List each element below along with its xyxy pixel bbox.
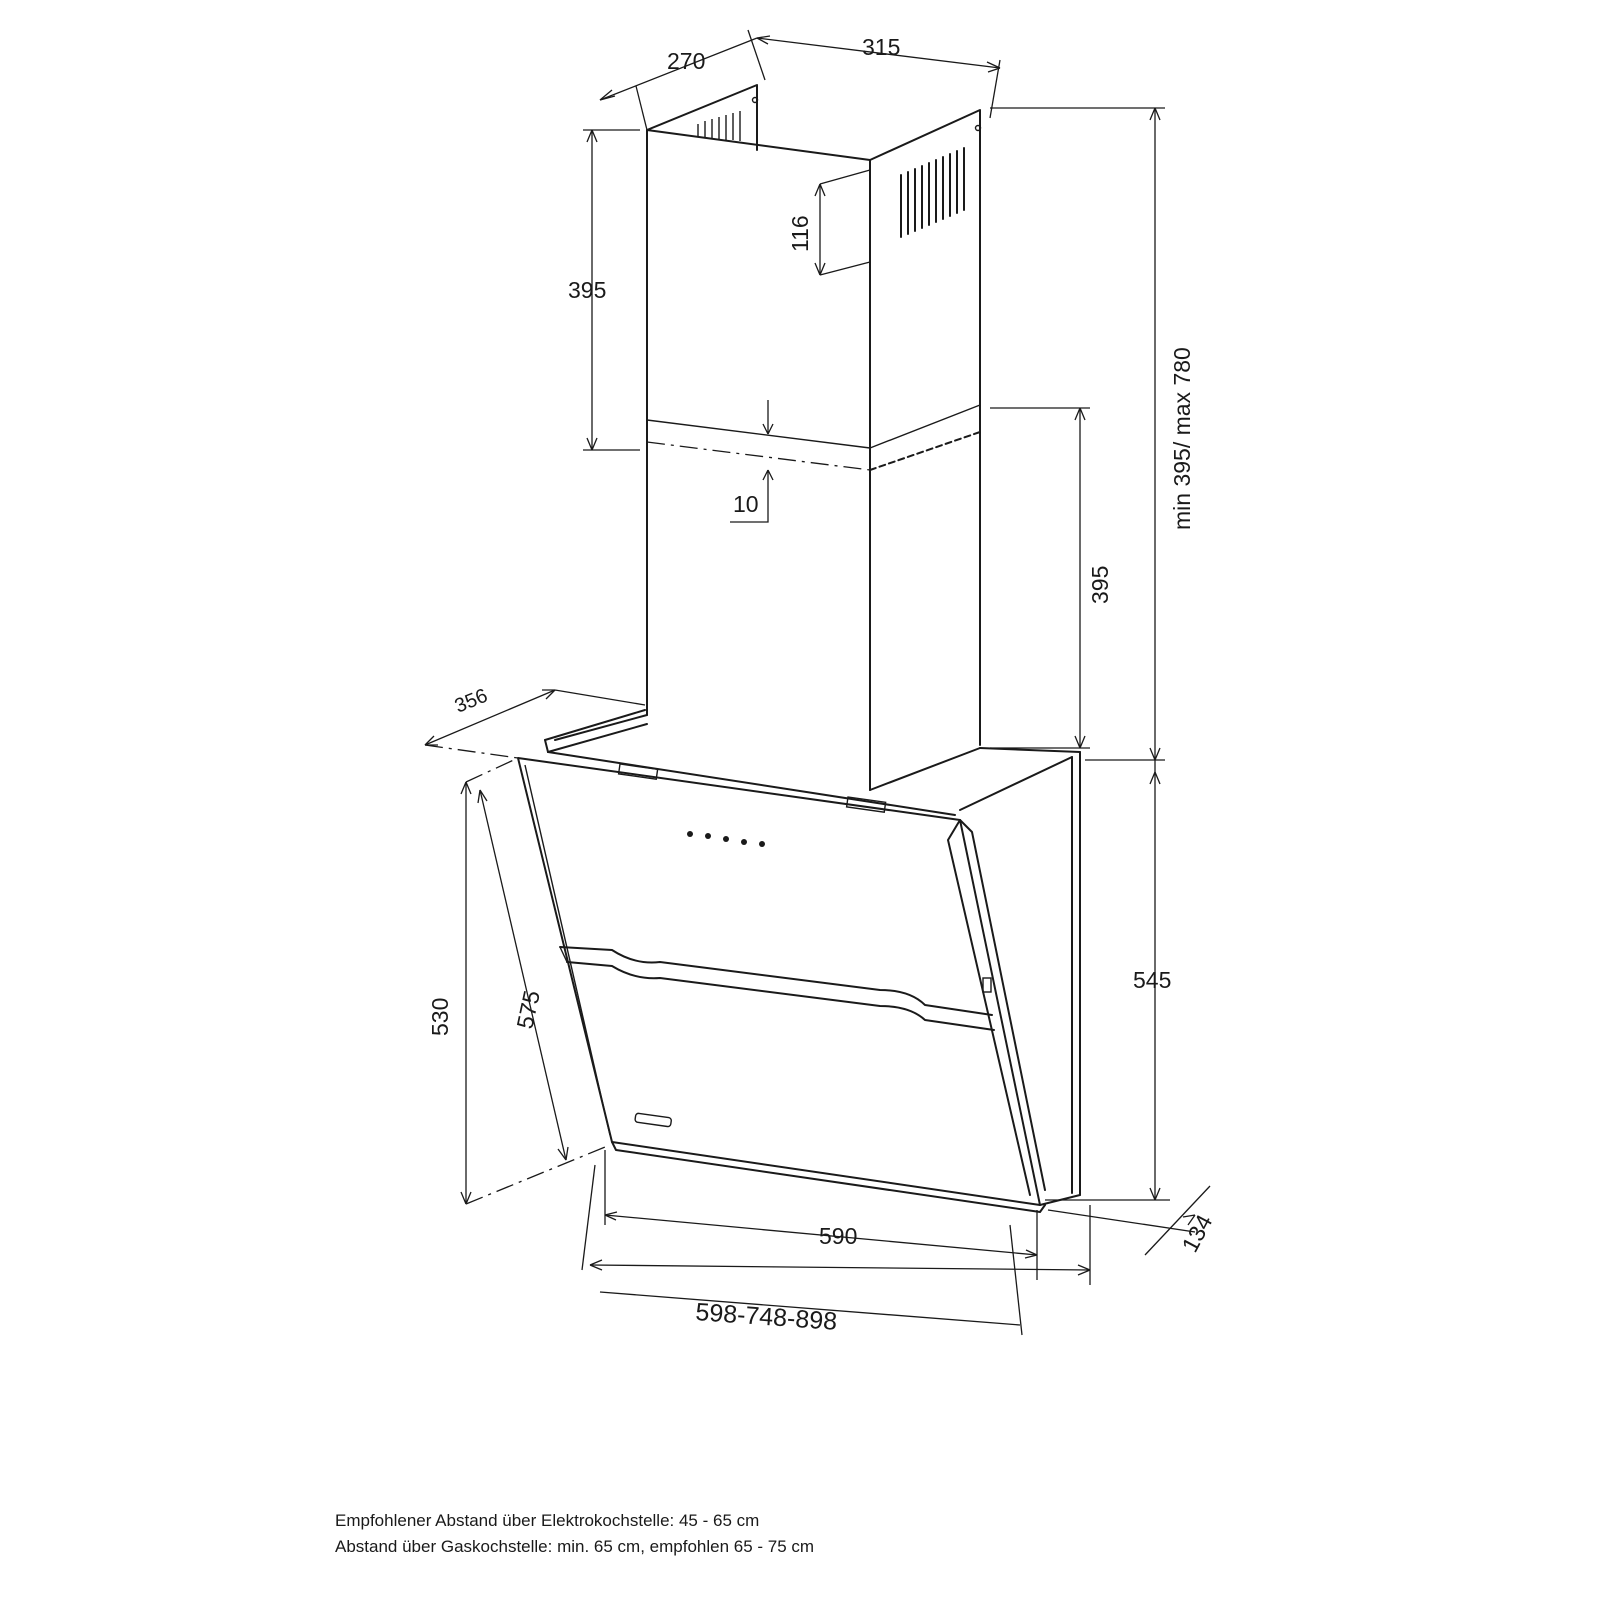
control-buttons (687, 831, 765, 847)
label-upper-chimney-height: 395 (568, 277, 606, 303)
side-fixing (982, 977, 992, 993)
air-inlet-slot (559, 946, 995, 1031)
label-hood-width: 590 (819, 1223, 857, 1249)
note-electric-hob: Empfohlener Abstand über Elektrokochstel… (335, 1511, 760, 1530)
label-glass-length: 575 (511, 988, 544, 1031)
note-gas-hob: Abstand über Gaskochstelle: min. 65 cm, … (335, 1537, 815, 1556)
label-chimney-width: 315 (862, 34, 900, 60)
label-lower-chimney-height: 395 (1087, 566, 1113, 604)
dimension-labels: 270 315 395 116 10 395 min 395/ max 780 … (427, 34, 1218, 1336)
dimension-lines (424, 29, 1211, 1336)
label-hood-height: 545 (1133, 967, 1171, 993)
label-overall-width: 598-748-898 (695, 1298, 838, 1336)
label-total-chimney-height: min 395/ max 780 (1169, 347, 1195, 530)
label-bottom-depth: 134 (1176, 1210, 1217, 1256)
label-chimney-depth: 270 (667, 48, 705, 74)
brand-badge (634, 1112, 672, 1128)
label-front-height: 530 (427, 998, 453, 1036)
label-vent-cutout: 116 (787, 215, 813, 252)
chimney-vent-left (697, 111, 741, 141)
hood-body (517, 709, 1081, 1213)
installation-notes: Empfohlener Abstand über Elektrokochstel… (335, 1508, 814, 1560)
label-hood-depth: 356 (452, 685, 491, 718)
chimney (554, 84, 982, 791)
label-overlap: 10 (733, 491, 759, 517)
chimney-vent-right (900, 147, 965, 238)
